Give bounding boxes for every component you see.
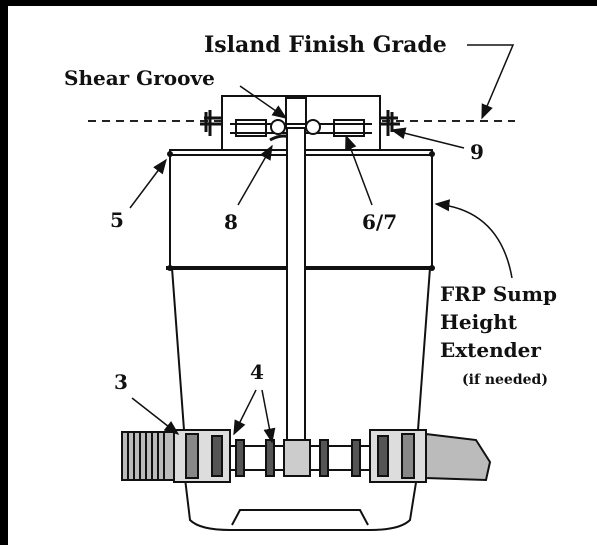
label-part-8: 8 bbox=[224, 210, 238, 234]
label-part-5: 5 bbox=[110, 208, 124, 232]
arrow-shear-groove bbox=[239, 85, 288, 119]
arrow-8 bbox=[237, 144, 273, 206]
pipe-right-flex bbox=[425, 432, 492, 482]
pipe-left-corrugated bbox=[121, 431, 175, 481]
sump-body bbox=[171, 267, 431, 431]
arrow-3 bbox=[131, 397, 180, 435]
label-part-4: 4 bbox=[250, 360, 264, 384]
label-frp-line2: Height bbox=[440, 310, 517, 334]
arrow-4b bbox=[261, 389, 276, 444]
arrow-6-7 bbox=[345, 134, 373, 206]
riser-shaft bbox=[286, 127, 306, 449]
arrow-frp bbox=[434, 199, 513, 279]
arrow-4a bbox=[233, 389, 257, 436]
label-island-finish-grade: Island Finish Grade bbox=[204, 32, 447, 58]
left-latch bbox=[200, 110, 222, 136]
label-frp-line3: Extender bbox=[440, 338, 541, 362]
right-latch bbox=[380, 110, 400, 136]
label-frp-note: (if needed) bbox=[462, 372, 548, 388]
tee-fitting bbox=[283, 439, 311, 477]
label-part-9: 9 bbox=[470, 140, 484, 164]
label-frp-line1: FRP Sump bbox=[440, 282, 557, 306]
arrow-grade bbox=[467, 44, 515, 120]
arrow-5 bbox=[129, 158, 167, 209]
label-shear-groove: Shear Groove bbox=[64, 66, 215, 90]
arrow-9 bbox=[390, 127, 465, 149]
label-part-6-7: 6/7 bbox=[362, 210, 398, 234]
label-part-3: 3 bbox=[114, 370, 128, 394]
